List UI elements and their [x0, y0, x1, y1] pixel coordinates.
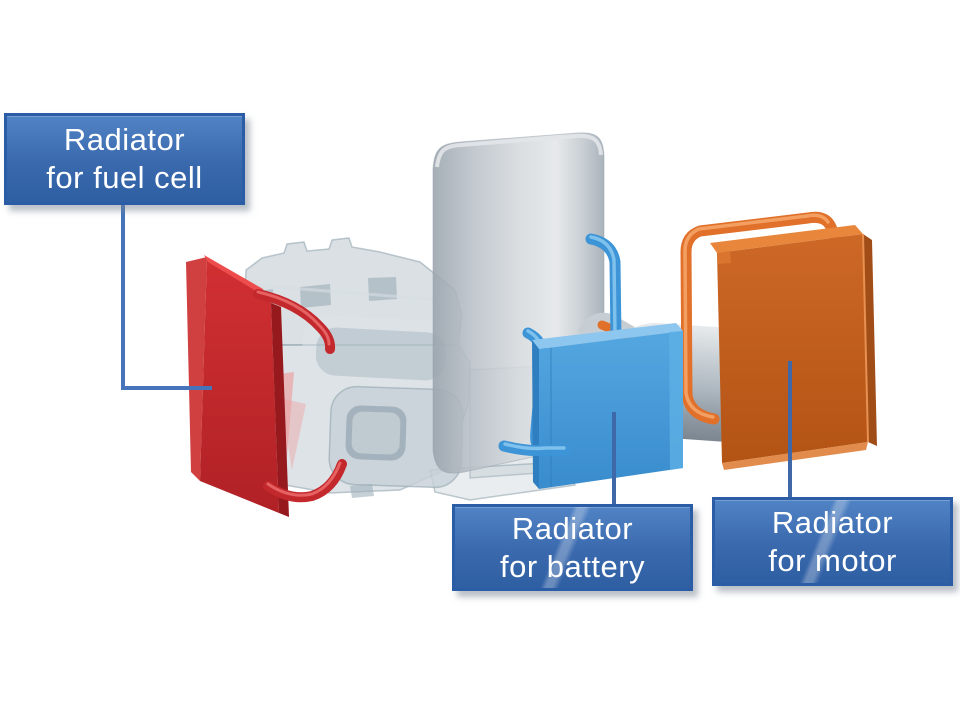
blue-radiator-front-face [539, 331, 683, 489]
orange-radiator-bottom-face [722, 442, 868, 470]
blue-hose-a-highlight [589, 235, 617, 338]
block-foot [350, 484, 374, 498]
radiator-fuel-cell [186, 255, 289, 517]
stack-box-top-highlight [435, 133, 603, 168]
blue-hose-b-lower [498, 440, 572, 456]
blue-hose-b-lower-highlight [503, 442, 566, 451]
orange-radiator-corner-notch [717, 251, 731, 264]
leader-line-fuel-cell [121, 205, 212, 390]
fan-wedge [280, 398, 306, 470]
orange-radiator-edge-highlight [862, 233, 869, 443]
callout-radiator-motor: Radiator for motor [712, 497, 953, 586]
red-hose-lower-highlight [266, 461, 342, 497]
blue-radiator-top-face [532, 323, 683, 349]
blue-radiator-left-face [532, 340, 539, 489]
block-recess-inner [315, 327, 447, 381]
leader-lines [121, 205, 792, 506]
red-radiator-front-face [200, 257, 279, 513]
callout-text-line2: for battery [499, 548, 646, 584]
callout-text-line1: Radiator [511, 510, 634, 546]
callout-text-line2: for fuel cell [46, 160, 203, 195]
callout-radiator-fuel-cell: Radiator for fuel cell [4, 113, 245, 205]
red-radiator-side-face [271, 303, 289, 517]
orange-radiator-side-face [863, 234, 877, 446]
fuel-cell-radiator-hoses [253, 289, 347, 503]
battery-radiator-hose-lower [498, 440, 572, 456]
gearbox-recess-inner [351, 411, 401, 455]
callout-radiator-battery: Radiator for battery [452, 504, 693, 591]
callout-text-line2: for motor [768, 542, 897, 578]
orange-hose-highlight [683, 213, 830, 419]
radiator-battery [532, 323, 683, 489]
block-recess [301, 315, 463, 393]
red-radiator-top-face [204, 255, 266, 297]
callout-text-line1: Radiator [771, 504, 894, 540]
callout-text-line1: Radiator [63, 122, 186, 157]
radiator-motor [710, 225, 877, 470]
power-unit-block [239, 237, 606, 501]
orange-radiator-top-face [710, 225, 863, 253]
red-hose-lower [263, 459, 347, 503]
block-slot [300, 284, 331, 308]
blue-radiator-edge-strip [669, 331, 683, 470]
motor-radiator-hose [680, 211, 843, 425]
orange-radiator-front-face [717, 234, 868, 463]
block-rib-line [249, 283, 456, 303]
red-hose-upper-highlight [256, 290, 331, 346]
